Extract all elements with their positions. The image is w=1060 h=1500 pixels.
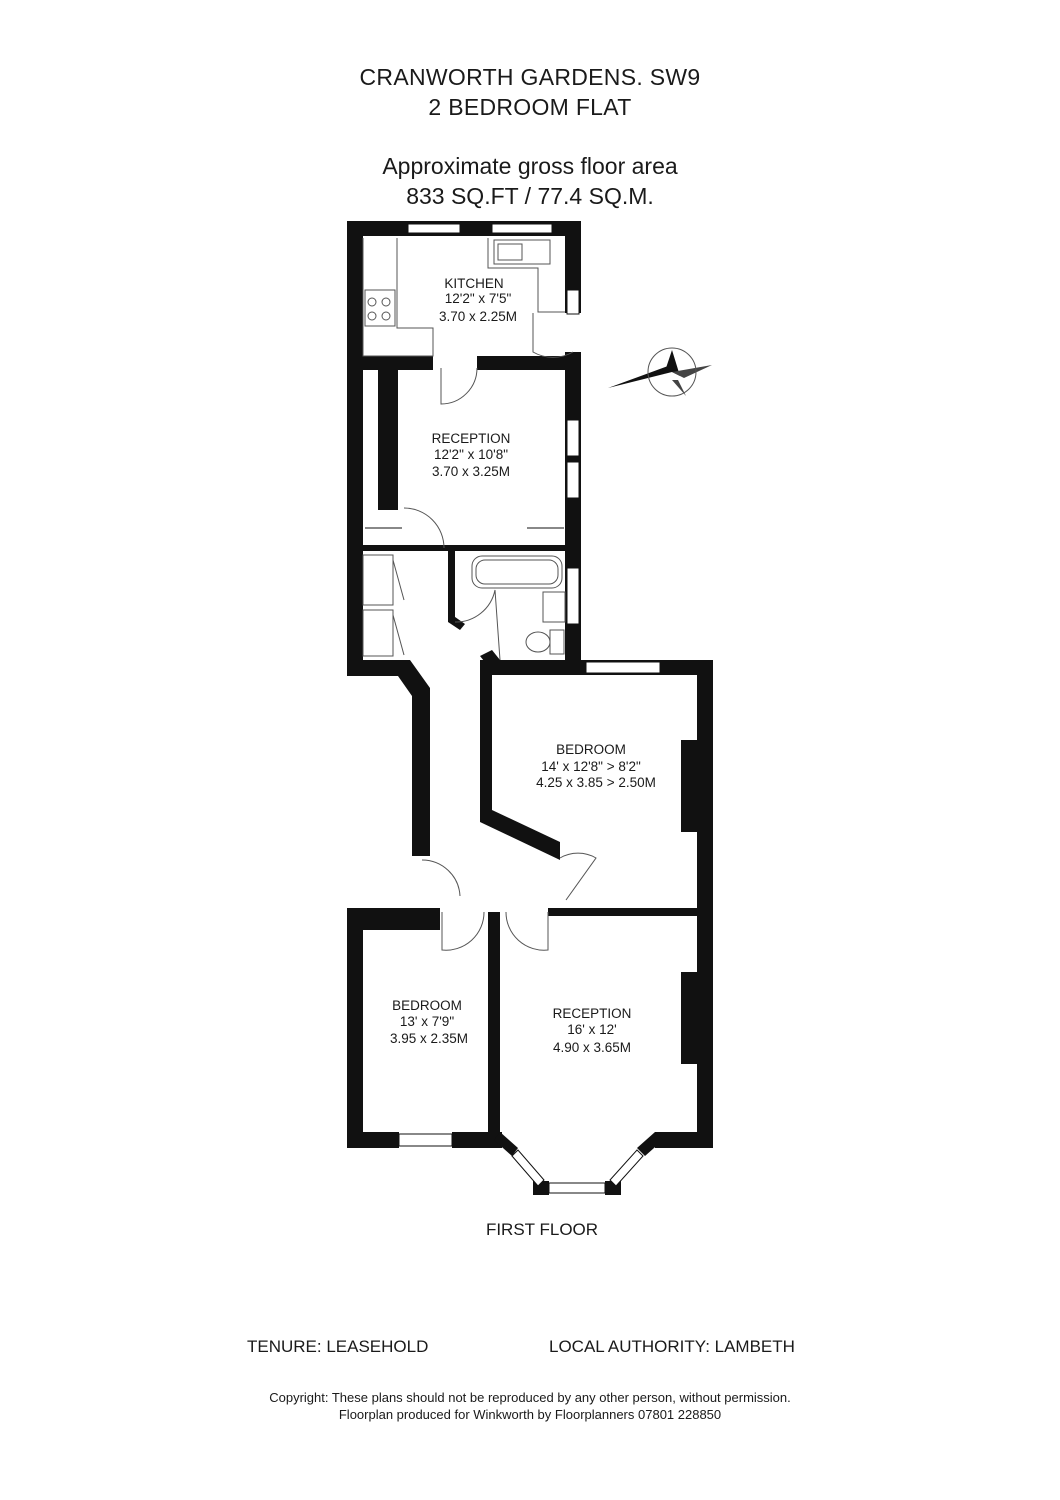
bath	[471, 555, 563, 589]
door-reception-hall	[403, 507, 445, 549]
bedroom-main-name: BEDROOM	[556, 742, 626, 757]
toilet-cistern	[549, 629, 565, 655]
window-kitchen-side	[566, 289, 580, 315]
window-reception-1	[566, 419, 580, 457]
area-caption: Approximate gross floor area	[382, 153, 678, 179]
bedroom-small-name: BEDROOM	[392, 998, 462, 1013]
wall-kitchen-bottom-left	[363, 356, 433, 370]
tenure-text: TENURE: LEASEHOLD	[247, 1337, 429, 1356]
wall-bedroom-small-top	[347, 908, 440, 930]
reception-top-name: RECEPTION	[432, 431, 511, 446]
door-kitchen-reception	[440, 367, 478, 405]
bay-wall-left-top	[494, 1132, 518, 1156]
copyright-line-2: Floorplan produced for Winkworth by Floo…	[338, 1407, 722, 1422]
door-bedroom-main	[559, 852, 597, 901]
wall-bedroom-bottom	[548, 908, 713, 916]
door-bedroom-small	[441, 911, 485, 951]
window-bedroom-small	[398, 1133, 453, 1147]
property-type: 2 BEDROOM FLAT	[428, 94, 632, 120]
fixtures	[362, 238, 597, 951]
kitchen-sink	[493, 239, 551, 265]
wall-bottom-right	[655, 1132, 713, 1148]
wall-bottom-left	[347, 1132, 399, 1148]
cupboard-2	[362, 609, 394, 657]
room-labels: KITCHEN 12'2" x 7'5" 3.70 x 2.25M RECEPT…	[390, 276, 656, 1055]
basin	[542, 591, 566, 623]
wall-partition-bottom	[488, 912, 500, 1148]
hob-ring-icon	[381, 297, 391, 307]
wall-bath-corner	[448, 612, 465, 630]
kitchen-name: KITCHEN	[444, 276, 503, 291]
address-title: CRANWORTH GARDENS. SW9	[359, 64, 701, 90]
bedroom-small-imperial: 13' x 7'9"	[400, 1014, 454, 1029]
door-kitchen-side	[532, 313, 574, 358]
chimney-breast-bedroom	[681, 740, 699, 832]
wall-bedroom-small-left	[347, 908, 363, 1148]
reception-bottom-imperial: 16' x 12'	[567, 1022, 616, 1037]
walls	[347, 221, 713, 1195]
reception-bottom-name: RECEPTION	[553, 1006, 632, 1021]
wall-corridor-left	[347, 660, 430, 856]
kitchen-metric: 3.70 x 2.25M	[439, 309, 517, 324]
local-authority-text: LOCAL AUTHORITY: LAMBETH	[549, 1337, 795, 1356]
window-bath	[566, 567, 580, 625]
wall-bedroom-right	[697, 660, 713, 1148]
window-bay-left	[511, 1149, 545, 1187]
bedroom-small-metric: 3.95 x 2.35M	[390, 1031, 468, 1046]
worktop-left	[362, 238, 434, 357]
cupboard-1	[362, 554, 394, 606]
worktop-right	[487, 238, 565, 313]
door-hall-bottom	[421, 859, 461, 897]
window-bay-right	[609, 1149, 644, 1187]
bedroom-main-imperial: 14' x 12'8" > 8'2"	[541, 759, 641, 774]
wall-bath-top	[453, 545, 571, 551]
toilet	[525, 631, 551, 653]
window-kitchen-2	[491, 223, 553, 234]
reception-bottom-metric: 4.90 x 3.65M	[553, 1040, 631, 1055]
reception-top-metric: 3.70 x 3.25M	[432, 464, 510, 479]
window-bay-centre	[548, 1182, 606, 1194]
sink-bowl-icon	[497, 243, 523, 261]
window-kitchen-1	[407, 223, 461, 234]
door-bathroom	[454, 589, 501, 661]
kitchen-imperial: 12'2" x 7'5"	[445, 291, 512, 306]
bay-wall-right-top	[637, 1132, 663, 1156]
chimney-breast-top	[378, 370, 398, 510]
hob-ring-icon	[367, 311, 377, 321]
door-reception-bottom	[505, 911, 549, 951]
bath-inner	[475, 559, 559, 585]
cupboard-door-2	[392, 614, 405, 656]
wall-bath-stub	[480, 650, 500, 666]
copyright-line-1: Copyright: These plans should not be rep…	[269, 1390, 791, 1405]
chimney-breast-reception	[681, 972, 699, 1064]
wall-reception-bottom	[363, 545, 453, 551]
wall-bath-left	[448, 548, 455, 618]
cupboard-door-1	[392, 559, 405, 601]
hob	[364, 289, 396, 327]
wall-bedroom-left	[480, 675, 560, 860]
hob-ring-icon	[367, 297, 377, 307]
wall-kitchen-bottom-right	[477, 356, 577, 370]
reception-top-imperial: 12'2" x 10'8"	[434, 447, 508, 462]
hob-ring-icon	[381, 311, 391, 321]
windows	[398, 223, 661, 1194]
area-value: 833 SQ.FT / 77.4 SQ.M.	[406, 183, 654, 209]
compass-icon	[608, 347, 712, 397]
window-bedroom	[585, 661, 661, 674]
wall-left-top	[347, 221, 363, 675]
floor-label: FIRST FLOOR	[485, 1220, 599, 1239]
bedroom-main-metric: 4.25 x 3.85 > 2.50M	[536, 775, 656, 790]
window-reception-2	[566, 461, 580, 499]
